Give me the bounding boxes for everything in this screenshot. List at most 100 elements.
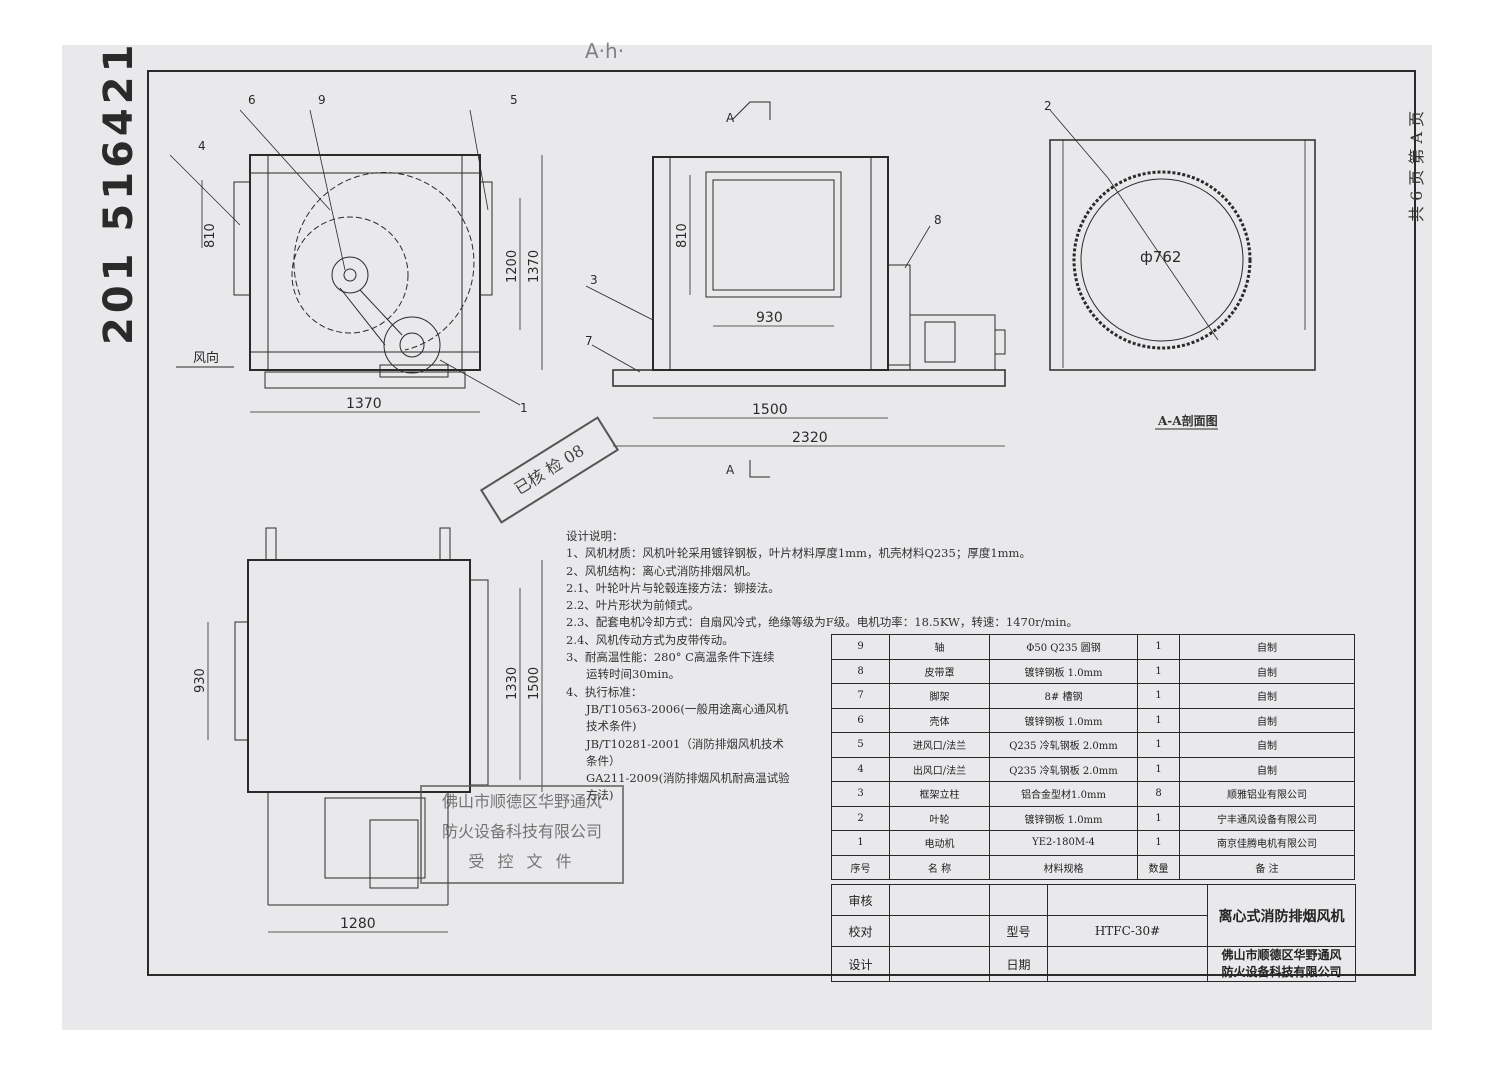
company-line-2: 防火设备科技有限公司 <box>1221 965 1342 979</box>
design-notes: 设计说明： 1、风机材质：风机叶轮采用镀锌钢板，叶片材料厚度1mm，机壳材料Q2… <box>566 528 1078 805</box>
bom-cell: 脚架 <box>889 683 990 709</box>
bom-cell: 6 <box>831 707 890 733</box>
bom-cell: 1 <box>1137 732 1180 758</box>
drawing-frame <box>147 70 1416 976</box>
callout-7: 7 <box>585 334 593 348</box>
bom-cell: 1 <box>1137 683 1180 709</box>
title-block: 审核 离心式消防排烟风机 校对 型号 HTFC-30# 设计 日期 佛山市顺德区… <box>831 884 1356 982</box>
bom-cell: YE2-180M-4 <box>989 830 1138 856</box>
doc-number: 201 516421 <box>96 41 142 345</box>
bom-cell: 8 <box>1137 781 1180 807</box>
callout-1: 1 <box>520 401 528 415</box>
table-header-row: 序号名 称材料规格数量备 注 <box>831 854 1355 880</box>
bom-cell: 1 <box>1137 634 1180 660</box>
bom-header-cell: 备 注 <box>1179 854 1355 880</box>
top-mark: A·h· <box>585 39 624 63</box>
note-line: 条件） <box>586 753 621 768</box>
bom-cell: 1 <box>1137 756 1180 782</box>
bom-cell: 5 <box>831 732 890 758</box>
note-line: 1、风机材质：风机叶轮采用镀锌钢板，叶片材料厚度1mm，机壳材料Q235；厚度1… <box>566 546 1031 561</box>
date-label: 日期 <box>989 946 1048 982</box>
note-line: 2.3、配套电机冷却方式：自扇风冷式，绝缘等级为F级。电机功率：18.5KW，转… <box>566 615 1078 630</box>
front-view: 810 1200 1370 1370 风向 6 9 5 4 1 <box>169 93 543 415</box>
wind-label: 风向 <box>193 350 219 366</box>
bom-cell: Q235 冷轧钢板 2.0mm <box>989 732 1138 758</box>
dim-930-h: 930 <box>756 310 783 326</box>
notes-heading: 设计说明： <box>566 529 624 543</box>
bom-header-cell: 材料规格 <box>989 854 1138 880</box>
dim-1370-h: 1370 <box>346 396 382 412</box>
section-marker-top: A <box>726 111 735 125</box>
company-stamp-line-2: 防火设备科技有限公司 <box>441 822 602 841</box>
bom-cell: 7 <box>831 683 890 709</box>
section-title: A-A剖面图 <box>1157 413 1218 428</box>
bom-cell: 镀锌钢板 1.0mm <box>989 707 1138 733</box>
note-line: JB/T10563-2006(一般用途离心通风机 <box>586 701 789 716</box>
dim-2320: 2320 <box>792 430 828 446</box>
bom-cell: 框架立柱 <box>889 781 990 807</box>
bom-cell: 自制 <box>1179 732 1355 758</box>
model-label: 型号 <box>989 915 1048 947</box>
note-line: 2.1、叶轮叶片与轮毂连接方法：铆接法。 <box>566 580 780 595</box>
section-aa-view: 2 ф762 A-A剖面图 <box>1044 99 1316 430</box>
review-label: 审核 <box>831 884 890 916</box>
note-line: 2、风机结构：离心式消防排烟风机。 <box>566 563 758 578</box>
bom-cell: 铝合金型材1.0mm <box>989 781 1138 807</box>
bom-cell: 电动机 <box>889 830 990 856</box>
note-line: 运转时间30min。 <box>586 667 681 682</box>
company-stamp: 佛山市顺德区华野通风 防火设备科技有限公司 受 控 文 件 <box>420 785 624 884</box>
side-view: A A 810 930 1500 2320 3 7 8 <box>585 101 1006 478</box>
bom-cell: 自制 <box>1179 634 1355 660</box>
note-line: JB/T10281-2001（消防排烟风机技术 <box>586 736 784 751</box>
page-mark: 共 6 页 第 A 页 <box>1407 111 1426 222</box>
dim-1330: 1330 <box>505 667 520 700</box>
bom-cell: Φ50 Q235 圆钢 <box>989 634 1138 660</box>
company-stamp-line-1: 佛山市顺德区华野通风 <box>441 792 602 811</box>
bom-cell: 宁丰通风设备有限公司 <box>1179 805 1355 831</box>
dim-810-b: 810 <box>675 223 690 248</box>
dim-810-a: 810 <box>203 223 218 248</box>
bom-cell: 自制 <box>1179 658 1355 684</box>
callout-9: 9 <box>318 93 326 107</box>
callout-4: 4 <box>198 139 206 153</box>
note-line: 2.4、风机传动方式为皮带传动。 <box>566 632 734 647</box>
bom-cell: 8# 槽钢 <box>989 683 1138 709</box>
bom-cell: 1 <box>1137 830 1180 856</box>
check-label: 校对 <box>831 915 890 947</box>
callout-2: 2 <box>1044 99 1052 113</box>
model-value: HTFC-30# <box>1047 915 1208 947</box>
note-line: GA211-2009(消防排烟风机耐高温试验 <box>586 771 790 786</box>
bom-cell: 进风口/法兰 <box>889 732 990 758</box>
company-line-1: 佛山市顺德区华野通风 <box>1221 948 1342 962</box>
bom-cell: 3 <box>831 781 890 807</box>
bom-cell: 自制 <box>1179 707 1355 733</box>
callout-3: 3 <box>590 273 598 287</box>
top-view: 930 1330 1500 1280 <box>193 527 543 933</box>
bom-cell: 自制 <box>1179 683 1355 709</box>
bom-cell: 1 <box>831 830 890 856</box>
bom-cell: 皮带罩 <box>889 658 990 684</box>
callout-8: 8 <box>934 213 942 227</box>
bom-cell: 1 <box>1137 707 1180 733</box>
company-name: 佛山市顺德区华野通风 防火设备科技有限公司 <box>1207 946 1356 982</box>
dim-1500-v: 1500 <box>527 667 542 700</box>
note-line: 技术条件) <box>586 719 637 734</box>
bom-cell: 8 <box>831 658 890 684</box>
dim-930-v: 930 <box>193 668 208 693</box>
dim-1370-v: 1370 <box>527 250 542 283</box>
note-line: 4、执行标准： <box>566 684 643 699</box>
note-line: 3、耐高温性能：280° C高温条件下连续 <box>566 650 775 665</box>
section-marker-bottom: A <box>726 463 735 477</box>
bom-header-cell: 序号 <box>831 854 890 880</box>
dim-1500-h: 1500 <box>752 402 788 418</box>
